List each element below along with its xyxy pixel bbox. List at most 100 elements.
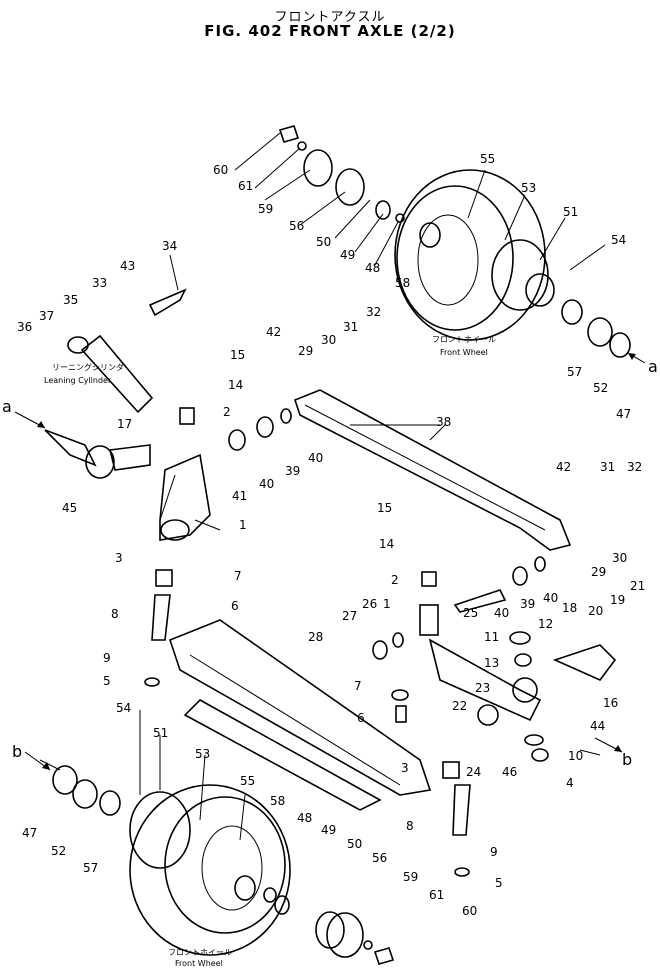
callout-56-bottom: 56	[372, 851, 387, 865]
callout-47-bottom: 47	[22, 826, 37, 840]
callout-13: 13	[484, 656, 499, 670]
callout-1-right: 1	[383, 597, 391, 611]
callout-7-right: 7	[354, 679, 362, 693]
callout-43: 43	[120, 259, 135, 273]
reference-arrows	[14, 352, 646, 771]
callout-32-top: 32	[366, 305, 381, 319]
callout-8-left: 8	[111, 607, 119, 621]
ref-b-left: b	[12, 742, 22, 761]
callout-54: 54	[611, 233, 626, 247]
front-wheel-top	[394, 169, 555, 341]
callout-11: 11	[484, 630, 499, 644]
callout-52: 52	[593, 381, 608, 395]
callout-labels: 60 61 59 56 50 49 48 55 53 51 54 58 57 5…	[17, 152, 645, 918]
callout-51-bottom: 51	[153, 726, 168, 740]
callout-33: 33	[92, 276, 107, 290]
callout-14-left: 14	[228, 378, 243, 392]
callout-57: 57	[567, 365, 582, 379]
callout-15-right: 15	[377, 501, 392, 515]
callout-61-bottom: 61	[429, 888, 444, 902]
callout-17: 17	[117, 417, 132, 431]
callout-9-right: 9	[490, 845, 498, 859]
callout-9-left: 9	[103, 651, 111, 665]
callout-50-bottom: 50	[347, 837, 362, 851]
callout-57-bottom: 57	[83, 861, 98, 875]
axle-beam	[294, 389, 572, 551]
spindle-left	[44, 429, 115, 479]
knuckle-right	[372, 556, 617, 877]
callout-60: 60	[213, 163, 228, 177]
callout-5-right: 5	[495, 876, 503, 890]
axle-frame	[169, 619, 432, 811]
callout-16: 16	[603, 696, 618, 710]
callout-12: 12	[538, 617, 553, 631]
caption-front-wheel-bottom-jp: フロントホイール	[168, 948, 232, 957]
caption-front-wheel-bottom: Front Wheel	[175, 959, 223, 968]
callout-53: 53	[521, 181, 536, 195]
callout-4: 4	[566, 776, 574, 790]
bearing-cap-set-top	[278, 125, 631, 358]
leaning-cylinder	[67, 288, 187, 414]
callout-5-left: 5	[103, 674, 111, 688]
figure-title: FIG. 402 FRONT AXLE (2/2)	[204, 22, 456, 40]
callout-6-left: 6	[231, 599, 239, 613]
callout-29-right: 29	[591, 565, 606, 579]
callout-49: 49	[340, 248, 355, 262]
callout-41: 41	[232, 489, 247, 503]
callout-8-right: 8	[406, 819, 414, 833]
callout-42-right: 42	[556, 460, 571, 474]
callout-6-right: 6	[357, 711, 365, 725]
callout-18: 18	[562, 601, 577, 615]
caption-front-wheel-top-jp: フロントホイール	[432, 335, 496, 344]
callout-40-left-a: 40	[259, 477, 274, 491]
leader-lines	[39, 132, 606, 841]
callout-40-right-b: 40	[543, 591, 558, 605]
callout-24: 24	[466, 765, 481, 779]
callout-39-left: 39	[285, 464, 300, 478]
callout-51: 51	[563, 205, 578, 219]
callout-40-left-b: 40	[308, 451, 323, 465]
callout-47: 47	[616, 407, 631, 421]
callout-60-bottom: 60	[462, 904, 477, 918]
callout-52-bottom: 52	[51, 844, 66, 858]
callout-22: 22	[452, 699, 467, 713]
callout-31-top: 31	[343, 320, 358, 334]
callout-20: 20	[588, 604, 603, 618]
ref-b-right: b	[622, 750, 632, 769]
callout-50: 50	[316, 235, 331, 249]
front-wheel-bottom	[52, 765, 395, 965]
callout-31-right: 31	[600, 460, 615, 474]
callout-27: 27	[342, 609, 357, 623]
callout-30-top: 30	[321, 333, 336, 347]
callout-58-bottom: 58	[270, 794, 285, 808]
callout-44: 44	[590, 719, 605, 733]
callout-19: 19	[610, 593, 625, 607]
callout-54-bottom: 54	[116, 701, 131, 715]
callout-46: 46	[502, 765, 517, 779]
callout-3-left: 3	[115, 551, 123, 565]
callout-10: 10	[568, 749, 583, 763]
callout-53-bottom: 53	[195, 747, 210, 761]
callout-2-left: 2	[223, 405, 231, 419]
callout-55-bottom: 55	[240, 774, 255, 788]
callout-45: 45	[62, 501, 77, 515]
callout-38: 38	[436, 415, 451, 429]
callout-3-right: 3	[401, 761, 409, 775]
callout-59: 59	[258, 202, 273, 216]
callout-26: 26	[362, 597, 377, 611]
caption-leaning-cylinder: Leaning Cylinder	[44, 376, 112, 385]
callout-49-bottom: 49	[321, 823, 336, 837]
callout-36: 36	[17, 320, 32, 334]
callout-48: 48	[365, 261, 380, 275]
callout-55: 55	[480, 152, 495, 166]
callout-21: 21	[630, 579, 645, 593]
callout-23: 23	[475, 681, 490, 695]
callout-32-right: 32	[627, 460, 642, 474]
callout-39-right: 39	[520, 597, 535, 611]
callout-48-bottom: 48	[297, 811, 312, 825]
callout-61: 61	[238, 179, 253, 193]
link-part-17	[109, 444, 151, 471]
callout-14-right: 14	[379, 537, 394, 551]
callout-7-left: 7	[234, 569, 242, 583]
